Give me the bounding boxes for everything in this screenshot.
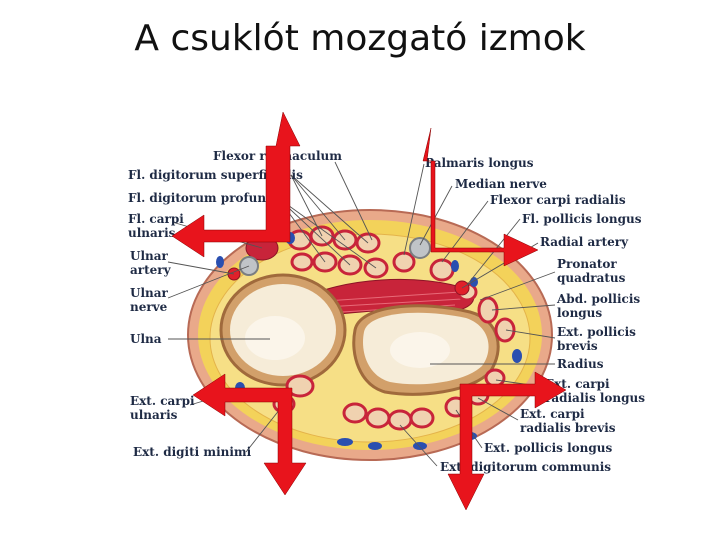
label-ulnar-nerve-line2: nerve — [130, 300, 168, 314]
label-median-nerve: Median nerve — [455, 177, 547, 191]
arrow-left-down-extension-ulnar — [193, 374, 306, 495]
label-abd-pollicis-longus-line2: longus — [557, 306, 602, 320]
label-ext-pollicis-brevis-line2: brevis — [557, 339, 598, 353]
label-ulnar-artery-line1: Ulnar — [130, 249, 169, 263]
label-ulna: Ulna — [130, 332, 162, 346]
label-flexor-carpi-radialis: Flexor carpi radialis — [490, 193, 626, 207]
label-ext-pollicis-longus: Ext. pollicis longus — [484, 441, 612, 455]
label-pronator-quadratus-line2: quadratus — [557, 271, 626, 285]
label-palmaris-longus: Palmaris longus — [425, 156, 534, 170]
label-fl-carpi-ulnaris-line1: Fl. carpi — [128, 212, 184, 226]
label-ext-carpi-radialis-brevis-line2: radialis brevis — [520, 421, 616, 435]
label-ext-pollicis-brevis-line1: Ext. pollicis — [557, 325, 636, 339]
radius-bone — [354, 306, 498, 394]
label-fl-pollicis-longus: Fl. pollicis longus — [522, 212, 642, 226]
ulna-bone — [221, 275, 345, 385]
arrow-up-left-flexion-ulnar — [172, 112, 300, 257]
label-abd-pollicis-longus-line1: Abd. pollicis — [556, 292, 640, 306]
median-nerve — [410, 238, 430, 258]
label-fl-carpi-ulnaris-line2: ulnaris — [128, 226, 176, 240]
label-ulnar-artery-line2: artery — [130, 263, 172, 277]
label-ext-carpi-ulnaris-line1: Ext. carpi — [130, 394, 195, 408]
label-radius: Radius — [557, 357, 604, 371]
label-radial-artery: Radial artery — [540, 235, 629, 249]
label-pronator-quadratus-line1: Pronator — [557, 257, 617, 271]
label-ext-carpi-ulnaris-line2: ulnaris — [130, 408, 178, 422]
label-ulnar-nerve-line1: Ulnar — [130, 286, 169, 300]
label-ext-digiti-minimi: Ext. digiti minimi — [133, 445, 252, 459]
label-ext-carpi-radialis-brevis-line1: Ext. carpi — [520, 407, 585, 421]
